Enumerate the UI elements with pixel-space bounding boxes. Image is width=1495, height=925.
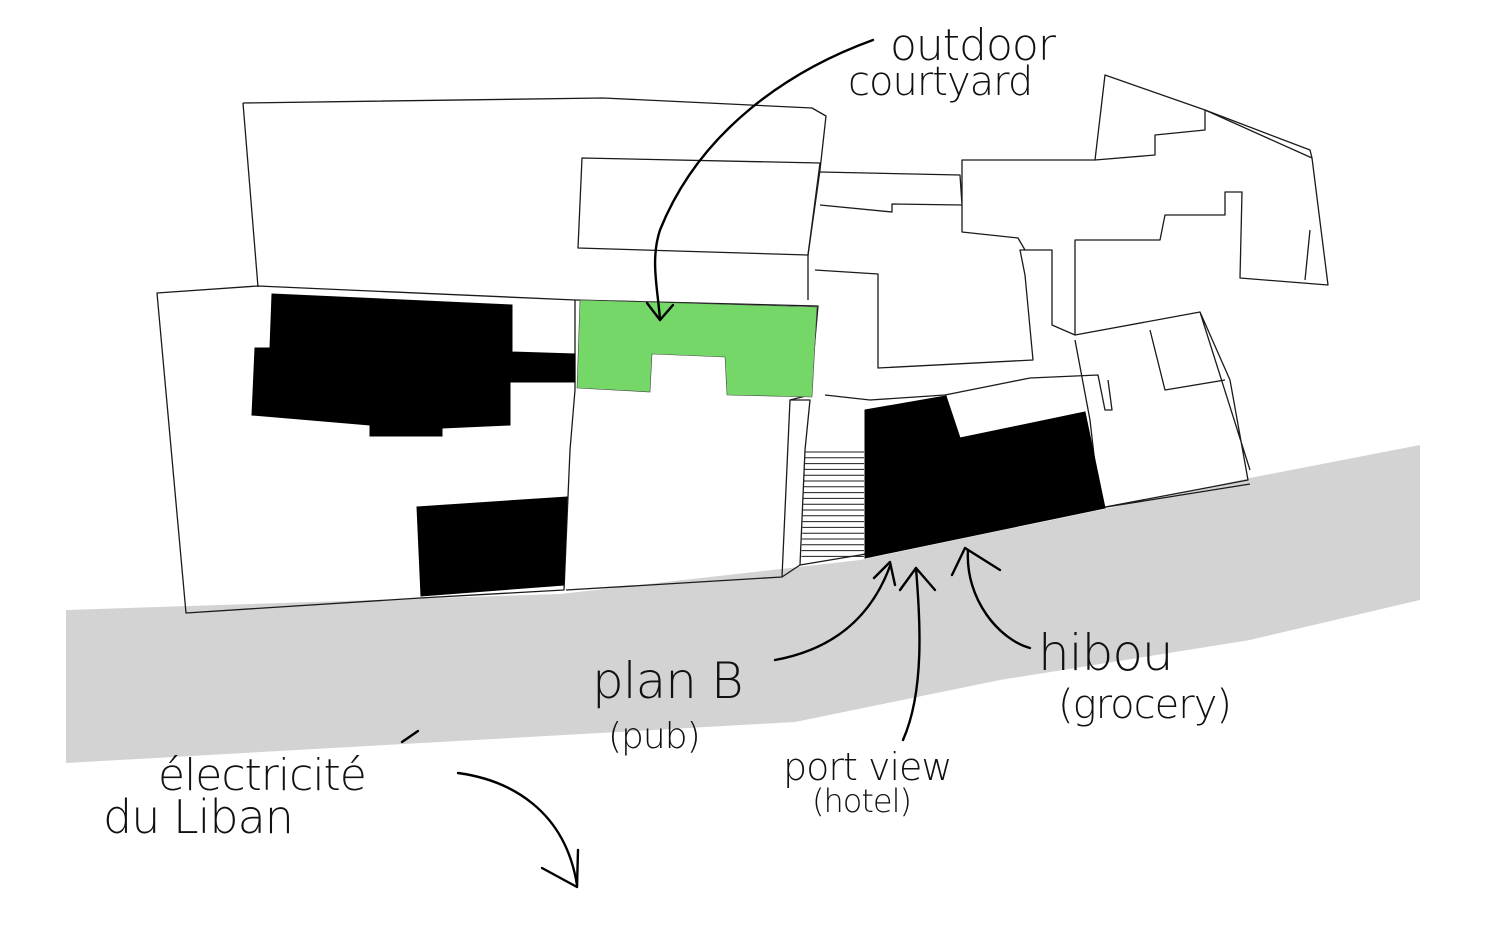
road xyxy=(66,445,1420,763)
plan-b-label: plan B xyxy=(592,652,743,710)
planb-arrow-head xyxy=(872,560,897,587)
port-view-label: port view xyxy=(783,745,951,789)
outdoor-courtyard-label-line2: courtyard xyxy=(848,59,1032,105)
planb-arrow xyxy=(773,564,892,662)
hibou-sublabel: (grocery) xyxy=(1058,682,1231,728)
portview-arrow xyxy=(901,566,921,742)
parcel-south-center xyxy=(824,374,1113,411)
outdoor-courtyard-area xyxy=(576,299,818,398)
portview-arrow-head xyxy=(898,566,937,592)
building-west-small xyxy=(416,496,568,597)
hibou-label: hibou xyxy=(1038,624,1173,682)
edl-label-line1: électricité xyxy=(158,750,366,801)
hatched-passage xyxy=(801,451,864,557)
building-footprints xyxy=(251,293,1106,597)
edl-arrow-head xyxy=(540,848,580,889)
plan-b-sublabel: (pub) xyxy=(608,716,700,757)
courtyard-arrow-head xyxy=(645,301,675,322)
building-west-large xyxy=(251,293,576,437)
edl-accent-mark xyxy=(400,729,420,744)
parcel-courtyard-lot xyxy=(565,299,819,591)
port-view-sublabel: (hotel) xyxy=(812,782,911,820)
edl-arrow xyxy=(456,771,579,887)
courtyard-arrow xyxy=(653,38,875,322)
parcel-center-north xyxy=(814,74,1329,369)
parcel-east xyxy=(1094,109,1313,281)
hibou-arrow xyxy=(966,548,1032,650)
edl-label-line2: du Liban xyxy=(103,790,293,844)
parcel-north-west xyxy=(242,97,827,300)
building-plan-b xyxy=(864,395,1106,559)
hibou-arrow-head xyxy=(950,546,1002,577)
parcel-west xyxy=(156,285,576,614)
parcel-south-east xyxy=(1074,311,1251,509)
outdoor-courtyard-label-line1: outdoor xyxy=(890,20,1057,71)
parcel-passage xyxy=(781,399,811,578)
parcel-north-inner xyxy=(577,157,821,256)
annotation-arrows xyxy=(400,38,1032,889)
